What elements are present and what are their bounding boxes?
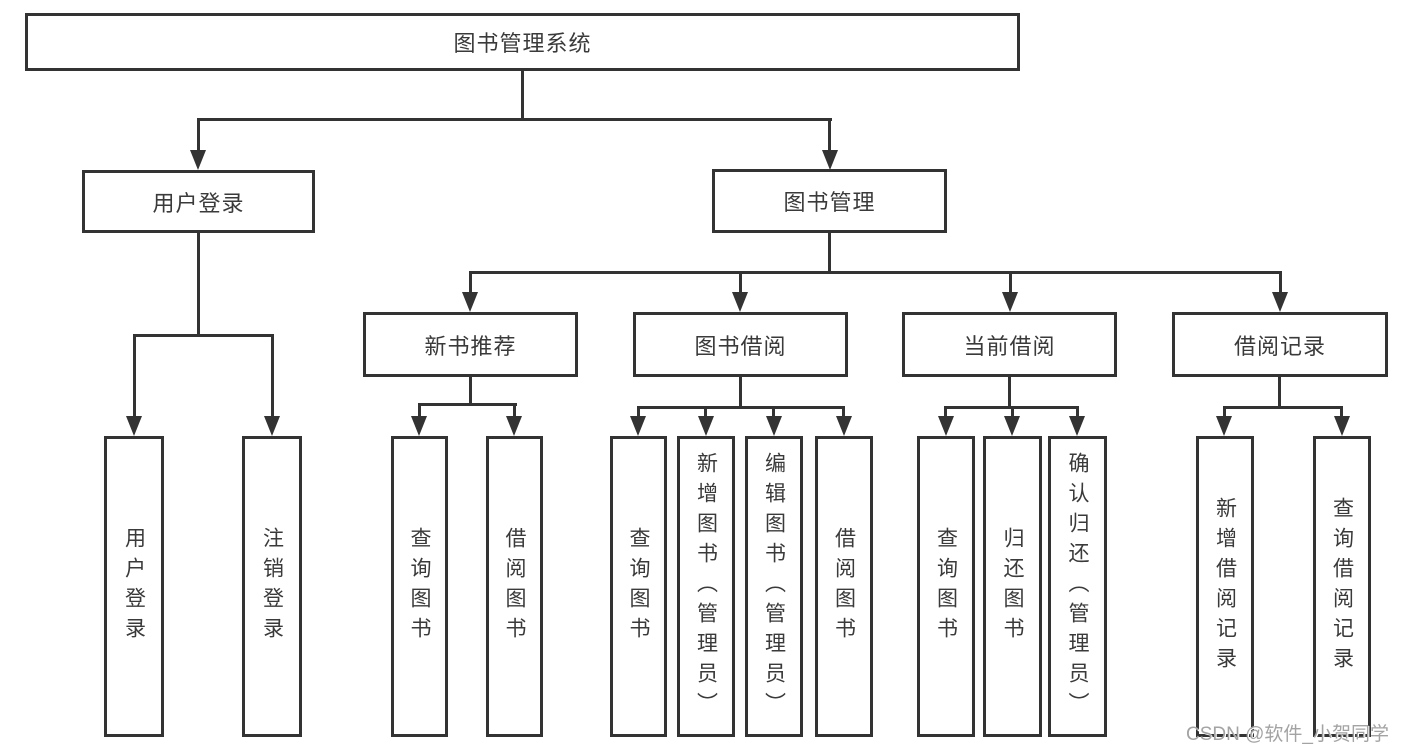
leaf-label: 查询图书	[408, 526, 431, 647]
connector-line	[133, 334, 274, 337]
arrow-down-icon	[462, 292, 478, 312]
leaf-label: 查询借阅记录	[1330, 496, 1354, 677]
node-book-borrow-label: 图书借阅	[694, 333, 787, 359]
leaf-add-books-admin: 新增图书（管理员）	[677, 436, 735, 737]
connector-line	[1279, 271, 1282, 294]
csdn-watermark: CSDN @软件_小贺同学	[1186, 724, 1389, 745]
leaf-label: 借阅图书	[832, 526, 856, 647]
node-new-book-recommend: 新书推荐	[363, 312, 578, 377]
connector-line	[637, 406, 640, 418]
leaf-add-borrow-record: 新增借阅记录	[1196, 436, 1254, 737]
node-borrow-records: 借阅记录	[1172, 312, 1388, 377]
connector-line	[739, 271, 742, 294]
leaf-query-borrow-record: 查询借阅记录	[1313, 436, 1371, 737]
connector-line	[1340, 406, 1343, 418]
node-current-borrow: 当前借阅	[902, 312, 1117, 377]
node-book-borrow: 图书借阅	[633, 312, 848, 377]
leaf-label: 新增借阅记录	[1213, 496, 1237, 677]
leaf-label: 编辑图书（管理员）	[762, 451, 786, 722]
connector-line	[418, 403, 517, 406]
arrow-down-icon	[630, 416, 646, 436]
leaf-label: 查询图书	[934, 526, 958, 647]
connector-line	[197, 118, 832, 121]
node-root-label: 图书管理系统	[453, 31, 592, 56]
leaf-label: 确认归还（管理员）	[1066, 451, 1089, 722]
connector-line	[704, 406, 707, 418]
arrow-down-icon	[264, 416, 280, 436]
arrow-down-icon	[1272, 292, 1288, 312]
leaf-return-books: 归还图书	[983, 436, 1042, 737]
leaf-label: 借阅图书	[503, 526, 526, 647]
leaf-confirm-return-admin: 确认归还（管理员）	[1048, 436, 1107, 737]
arrow-down-icon	[411, 416, 427, 436]
arrow-down-icon	[732, 292, 748, 312]
leaf-borrow-books-recommend: 借阅图书	[486, 436, 543, 737]
leaf-query-books-recommend: 查询图书	[391, 436, 448, 737]
leaf-query-books-current: 查询图书	[917, 436, 975, 737]
leaf-logout: 注销登录	[242, 436, 302, 737]
arrow-down-icon	[822, 150, 838, 170]
arrow-down-icon	[698, 416, 714, 436]
leaf-borrow-books: 借阅图书	[815, 436, 873, 737]
connector-line	[1008, 377, 1011, 409]
arrow-down-icon	[938, 416, 954, 436]
connector-line	[1223, 406, 1343, 409]
connector-line	[637, 406, 845, 409]
node-new-book-recommend-label: 新书推荐	[424, 333, 517, 359]
node-user-login: 用户登录	[82, 170, 315, 233]
node-user-login-label: 用户登录	[152, 190, 245, 216]
arrow-down-icon	[506, 416, 522, 436]
connector-line	[772, 406, 775, 418]
connector-line	[1278, 377, 1281, 409]
connector-line	[1011, 406, 1014, 418]
connector-line	[469, 271, 1281, 274]
connector-line	[1076, 406, 1079, 418]
connector-line	[133, 334, 136, 418]
connector-line	[828, 233, 831, 274]
leaf-label: 查询图书	[627, 526, 650, 647]
arrow-down-icon	[1004, 416, 1020, 436]
arrow-down-icon	[1002, 292, 1018, 312]
arrow-down-icon	[1069, 416, 1085, 436]
arrow-down-icon	[836, 416, 852, 436]
connector-line	[469, 377, 472, 406]
connector-line	[469, 271, 472, 294]
node-root: 图书管理系统	[25, 13, 1020, 71]
node-current-borrow-label: 当前借阅	[963, 333, 1056, 359]
arrow-down-icon	[1216, 416, 1232, 436]
leaf-query-books-borrow: 查询图书	[610, 436, 667, 737]
node-book-management-label: 图书管理	[783, 190, 876, 215]
connector-line	[521, 71, 524, 121]
connector-line	[842, 406, 845, 418]
node-borrow-records-label: 借阅记录	[1233, 333, 1326, 359]
leaf-label: 用户登录	[122, 526, 146, 647]
leaf-user-login: 用户登录	[104, 436, 164, 737]
connector-line	[197, 233, 200, 337]
leaf-label: 新增图书（管理员）	[694, 451, 718, 722]
connector-line	[1223, 406, 1226, 418]
arrow-down-icon	[190, 150, 206, 170]
leaf-label: 注销登录	[260, 526, 284, 647]
connector-line	[1009, 271, 1012, 294]
leaf-label: 归还图书	[1001, 526, 1024, 647]
connector-line	[418, 403, 421, 418]
connector-line	[739, 377, 742, 409]
connector-line	[944, 406, 947, 418]
node-book-management: 图书管理	[712, 169, 947, 233]
connector-line	[828, 118, 831, 152]
leaf-edit-books-admin: 编辑图书（管理员）	[745, 436, 803, 737]
arrow-down-icon	[126, 416, 142, 436]
connector-line	[513, 403, 516, 418]
arrow-down-icon	[1334, 416, 1350, 436]
connector-line	[197, 118, 200, 152]
connector-line	[271, 334, 274, 418]
arrow-down-icon	[766, 416, 782, 436]
